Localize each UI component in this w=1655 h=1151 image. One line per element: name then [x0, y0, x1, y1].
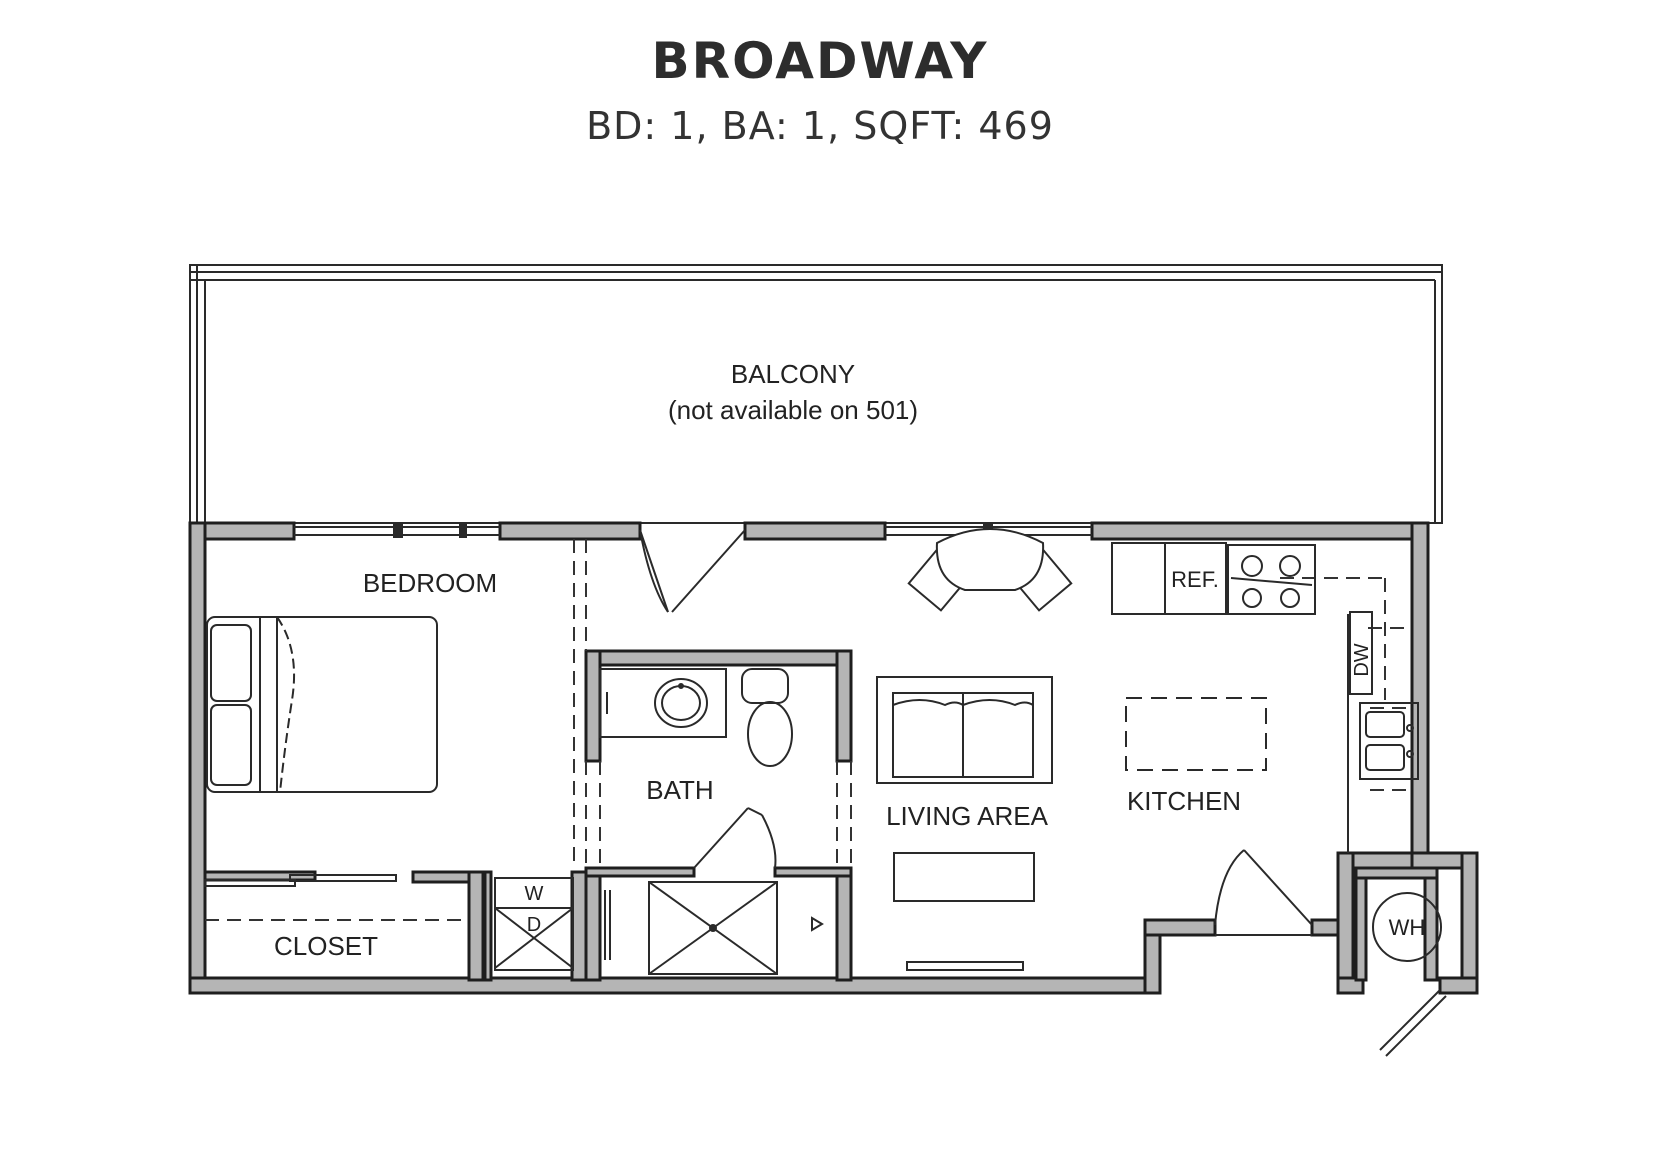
- washer-dryer: [494, 877, 574, 971]
- exterior-walls: [188, 521, 1479, 995]
- balcony-label: BALCONY: [731, 359, 855, 389]
- water-heater: [1372, 892, 1442, 962]
- wh-closet-door[interactable]: [1379, 989, 1447, 1057]
- closet-label: CLOSET: [274, 931, 378, 961]
- balcony: [189, 264, 1443, 524]
- bedroom-label: BEDROOM: [363, 568, 497, 598]
- plan-title: BROADWAY: [651, 32, 989, 90]
- refrigerator-label: REF.: [1171, 567, 1219, 592]
- dining-set: [907, 528, 1073, 612]
- washer-label: W: [525, 883, 544, 905]
- entry-door[interactable]: [1214, 849, 1313, 936]
- bath-door[interactable]: [693, 807, 777, 869]
- living-furniture: [876, 676, 1053, 971]
- dishwasher-label: DW: [1351, 643, 1373, 676]
- closet-sliding-doors[interactable]: [204, 874, 397, 887]
- water-heater-label: WH: [1389, 915, 1426, 940]
- doors: [204, 529, 1447, 1057]
- dryer-label: D: [527, 914, 541, 936]
- plan-details: BD: 1, BA: 1, SQFT: 469: [586, 104, 1054, 148]
- bath-label: BATH: [646, 775, 713, 805]
- bath-fixtures: [599, 668, 824, 975]
- balcony-door[interactable]: [639, 529, 746, 613]
- bed: [206, 616, 438, 793]
- balcony-note: (not available on 501): [668, 395, 918, 425]
- kitchen-label: KITCHEN: [1127, 786, 1241, 816]
- kitchen-fixtures: [1111, 542, 1419, 853]
- living-area-label: LIVING AREA: [886, 801, 1048, 831]
- interior-walls: [203, 649, 853, 982]
